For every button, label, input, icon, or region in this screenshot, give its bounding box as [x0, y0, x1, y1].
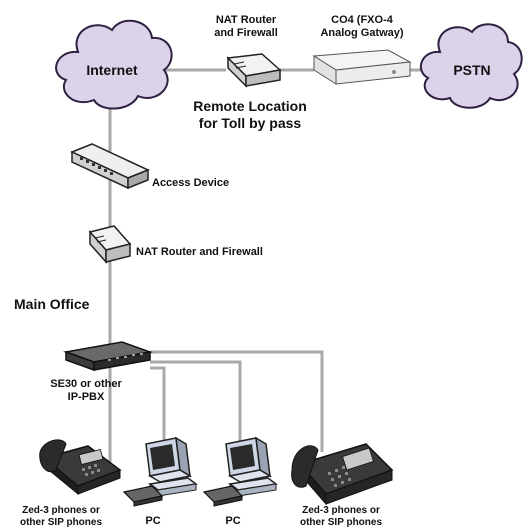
internet-cloud-icon — [55, 19, 173, 110]
pc-right-icon — [202, 436, 278, 507]
sip-phone-left-icon — [39, 439, 122, 496]
sip-phone-right-icon — [291, 443, 394, 506]
co4-gateway-icon — [312, 49, 412, 85]
pc-left-label: PC — [145, 515, 161, 527]
pc-left-icon — [122, 436, 198, 507]
sip-phone-left-label: Zed-3 phones or other SIP phones — [19, 505, 103, 528]
line-pbx-pc-left — [150, 366, 166, 452]
access-device-icon — [70, 143, 150, 190]
co4-gateway-label: CO4 (FXO-4 Analog Gatway) — [320, 14, 404, 39]
remote-location-label: Remote Location for Toll by pass — [193, 98, 307, 131]
line-pbx-pc-right — [150, 360, 242, 450]
sip-phone-right-label: Zed-3 phones or other SIP phones — [299, 505, 383, 528]
pstn-label: PSTN — [453, 62, 491, 78]
internet-label: Internet — [86, 62, 138, 78]
nat-router-main-label: NAT Router and Firewall — [136, 246, 263, 258]
nat-router-top-icon — [226, 53, 282, 88]
line-pbx-phone-right — [150, 350, 324, 452]
se30-pbx-label: SE30 or other IP-PBX — [50, 378, 122, 403]
se30-pbx-icon — [63, 341, 153, 372]
pc-right-label: PC — [225, 515, 241, 527]
main-office-label: Main Office — [14, 296, 90, 312]
pstn-cloud-icon — [419, 23, 523, 109]
nat-router-top-label: NAT Router and Firewall — [214, 14, 278, 39]
access-device-label: Access Device — [152, 177, 230, 189]
nat-router-main-icon — [88, 225, 132, 264]
